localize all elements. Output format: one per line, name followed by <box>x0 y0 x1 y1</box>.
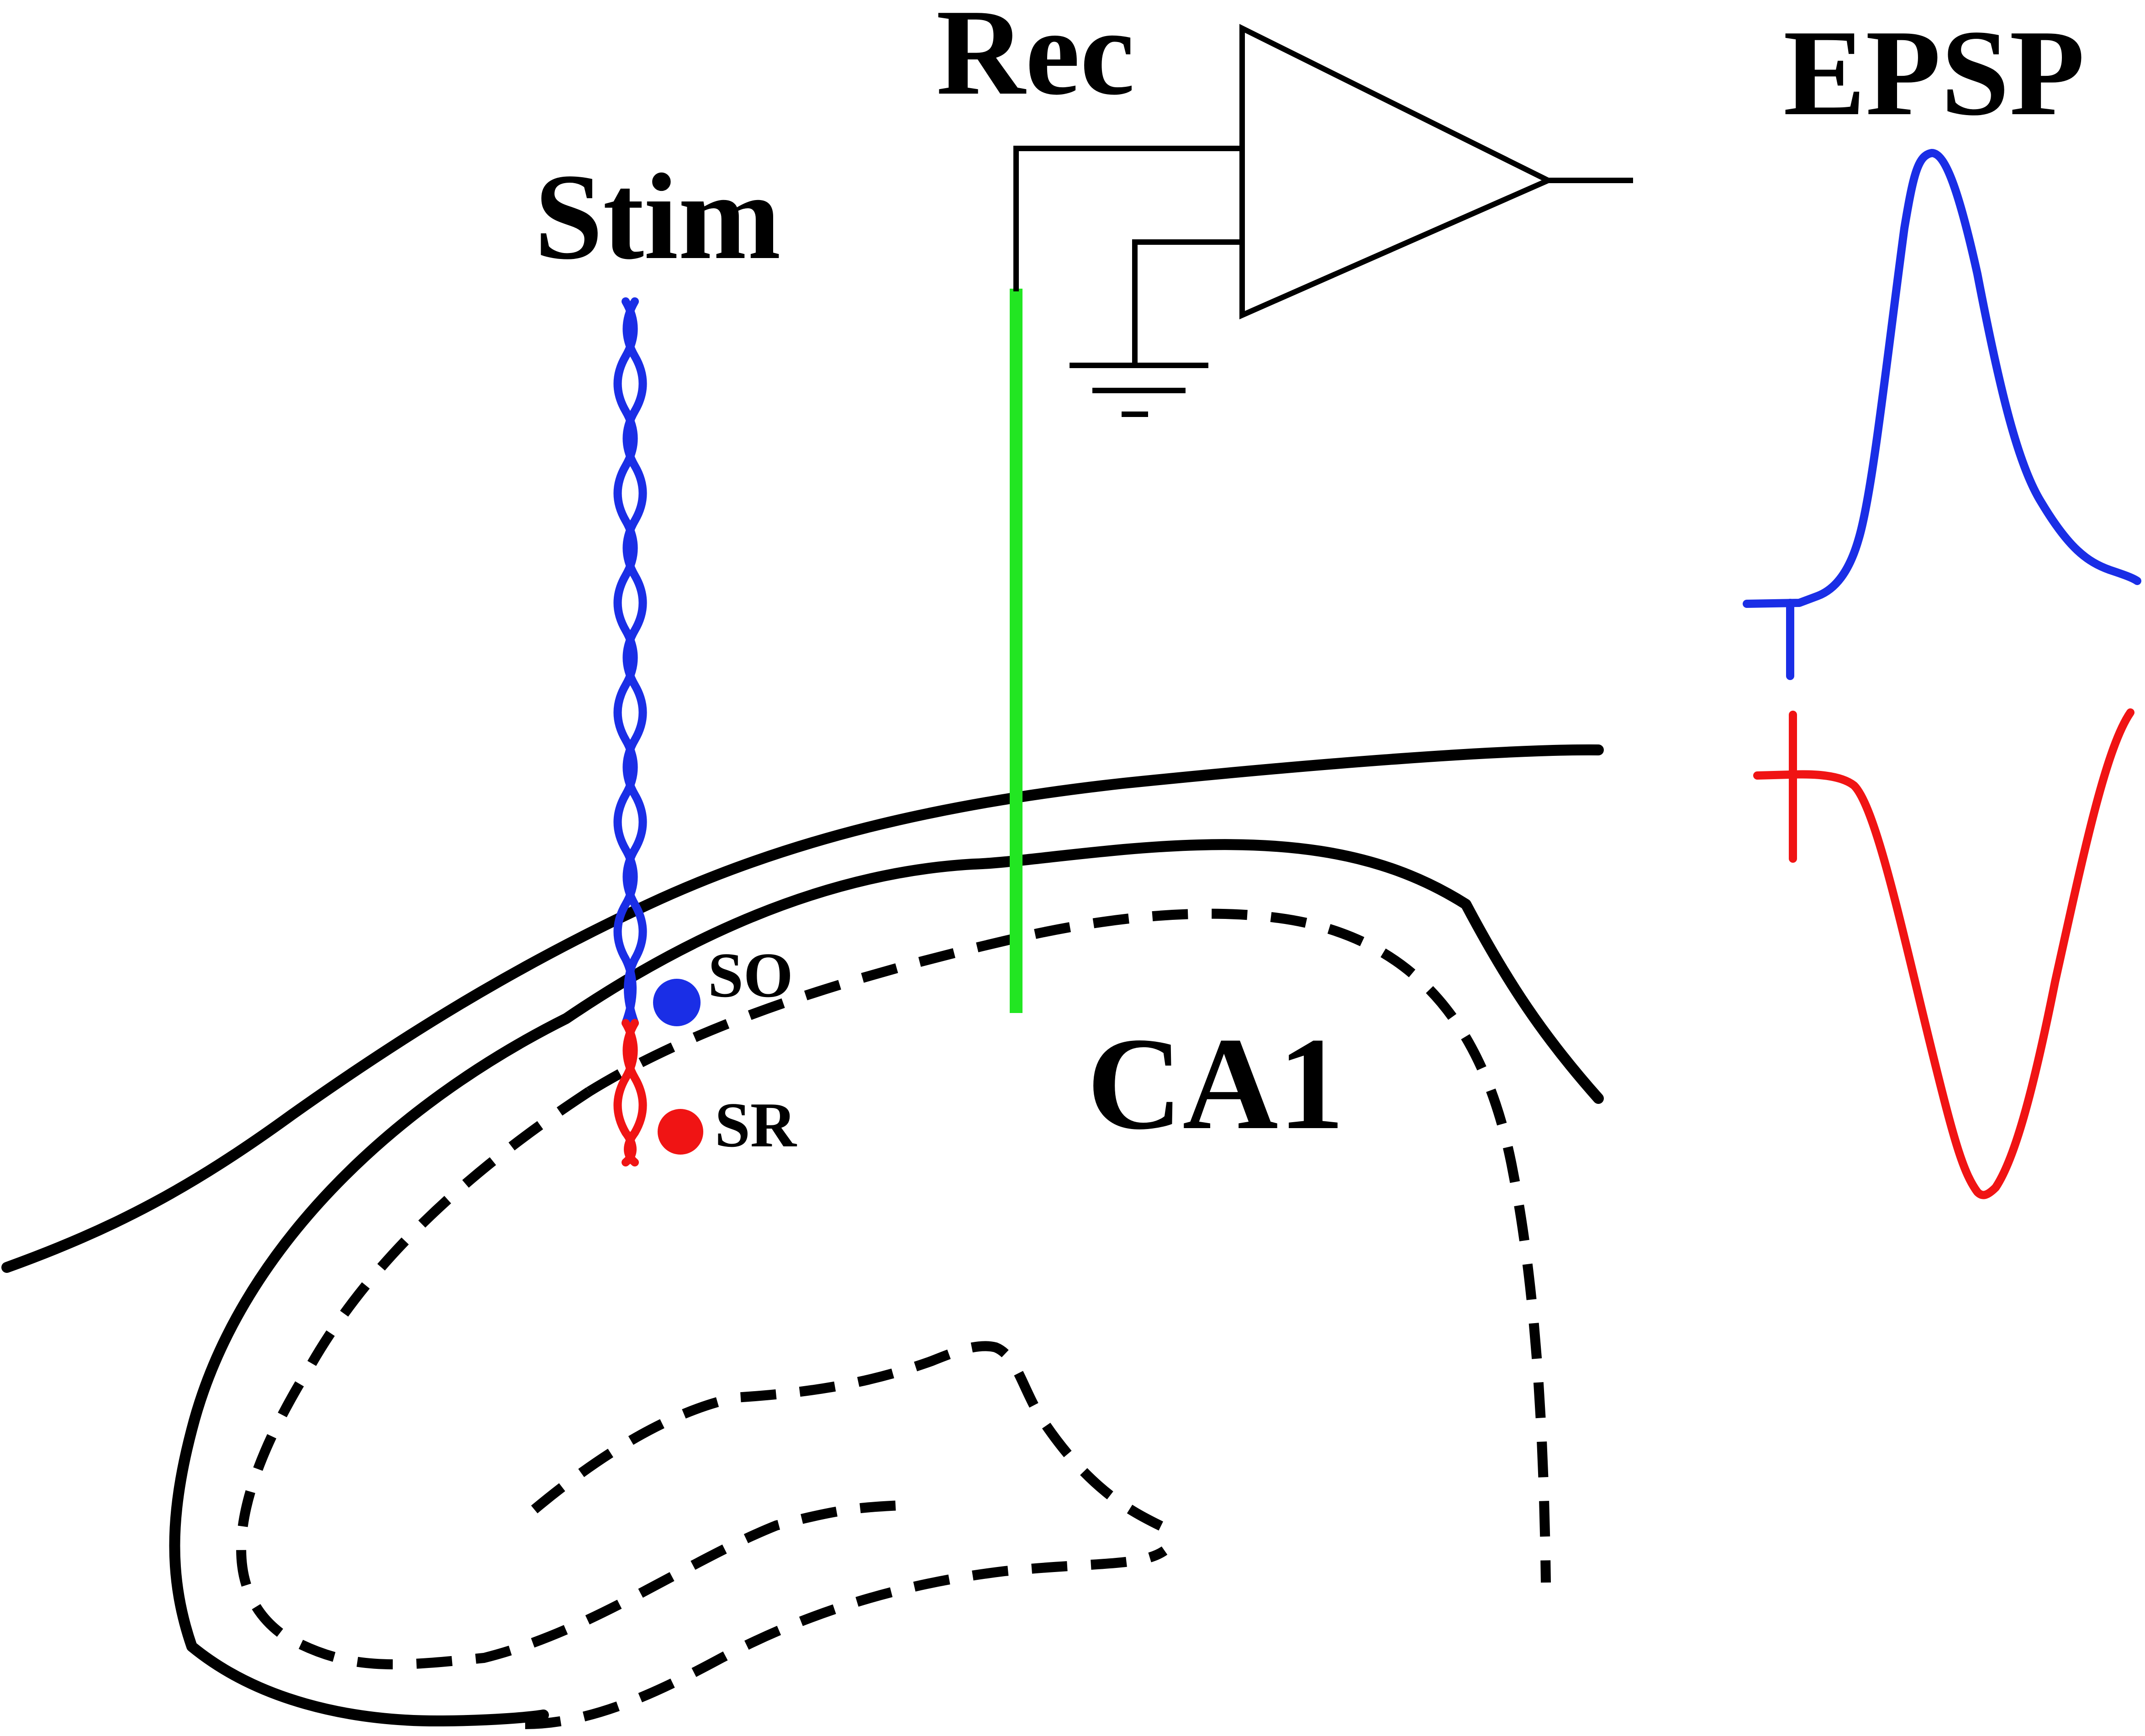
ground-lead-wire <box>1132 239 1245 368</box>
inner-dashed-loop <box>236 1087 900 1670</box>
so-label: SO <box>708 940 793 1011</box>
lower-dashed-arm <box>525 1546 1168 1729</box>
amplifier-triangle-icon <box>1239 24 1555 320</box>
recording-lead-wire <box>1013 146 1245 291</box>
epsp-traces <box>1743 149 2141 1199</box>
dashed-layers <box>236 908 1551 1729</box>
stimulating-electrode <box>613 297 647 1166</box>
epsp-label: EPSP <box>1783 5 2085 141</box>
sr-stim-site-dot <box>658 1109 703 1155</box>
stim-wire-blue-b <box>622 297 647 1027</box>
pyramidal-layer-dashed <box>586 908 1551 1583</box>
sr-label: SR <box>715 1090 797 1161</box>
ca1-label: CA1 <box>1087 1010 1344 1157</box>
stim-wire-red-a <box>613 1019 638 1166</box>
inner-boundary-line <box>169 839 1604 1727</box>
stim-label: Stim <box>534 148 781 285</box>
amplifier-circuit <box>1013 24 1633 417</box>
so-stim-site-dot <box>653 979 701 1026</box>
outer-surface-line <box>1 744 1604 1273</box>
stim-wire-red-b <box>622 1019 647 1166</box>
ground-symbol-icon <box>1070 363 1208 417</box>
rec-label: Rec <box>936 0 1135 121</box>
so-epsp-trace <box>1743 149 2141 608</box>
hippocampus-outline <box>1 744 1604 1727</box>
dentate-dashed-upper <box>531 1341 1171 1535</box>
sr-epsp-trace <box>1753 708 2134 1199</box>
